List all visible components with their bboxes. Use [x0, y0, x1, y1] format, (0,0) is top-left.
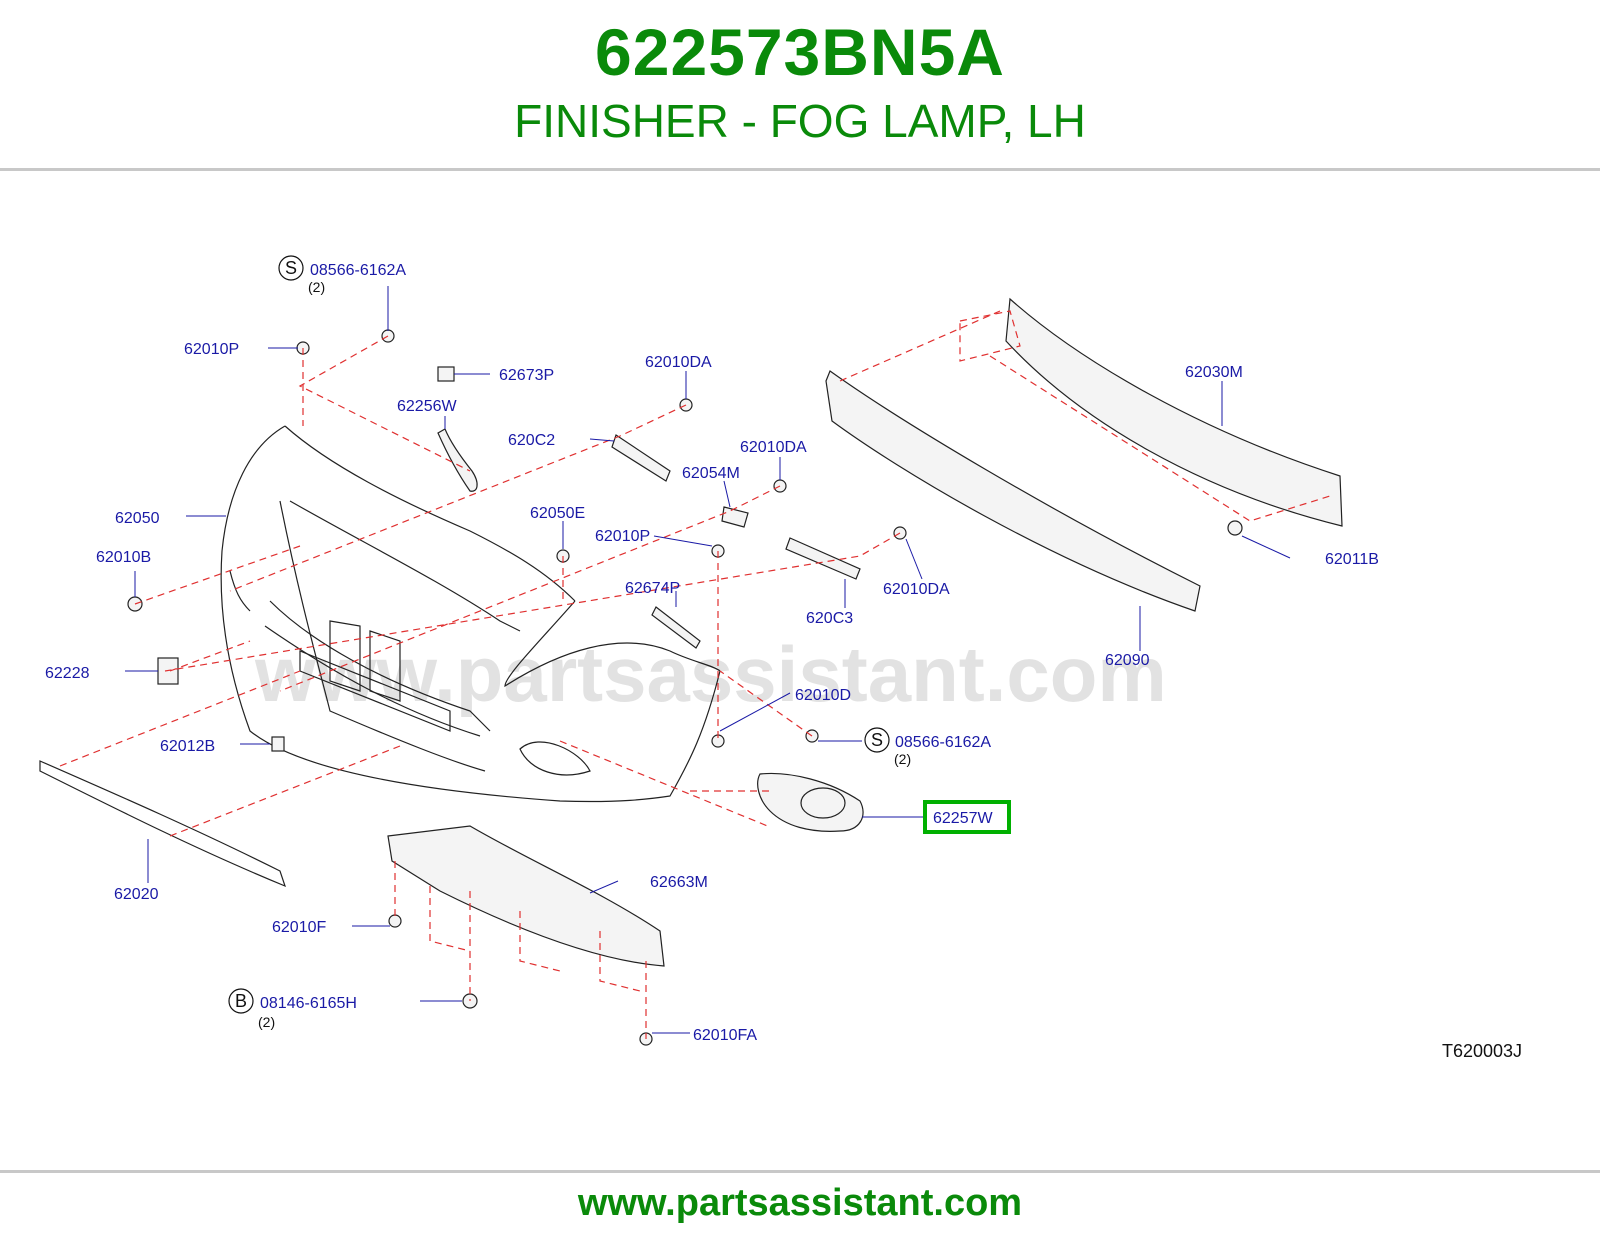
reinforcement-beam-drawing	[1005, 297, 1343, 527]
energy-absorber-drawing	[825, 370, 1201, 612]
part-label-620c2[interactable]: 620C2	[508, 432, 555, 449]
part-label-62010da-a[interactable]: 62010DA	[645, 354, 712, 371]
parts-diagram: www.partsassistant.com	[0, 171, 1600, 1167]
bolt-symbol	[228, 988, 254, 1014]
bracket-620c3-drawing	[785, 537, 861, 580]
part-number-title: 622573BN5A	[595, 15, 1005, 89]
part-label-62010p-mid[interactable]: 62010P	[595, 528, 650, 545]
part-label-62050[interactable]: 62050	[115, 510, 160, 527]
part-label-62010da-b[interactable]: 62010DA	[740, 439, 807, 456]
part-label-62050e[interactable]: 62050E	[530, 505, 585, 522]
page-header: 622573BN5A FINISHER - FOG LAMP, LH	[0, 0, 1600, 168]
standard-part-symbol-top	[278, 255, 304, 281]
part-label-08566-6162a-low[interactable]: 08566-6162A	[895, 734, 991, 751]
part-label-62663m[interactable]: 62663M	[650, 874, 708, 891]
part-label-08566-6162a-top[interactable]: 08566-6162A	[310, 262, 406, 279]
footer-url-link[interactable]: www.partsassistant.com	[577, 1182, 1023, 1224]
lower-lip-molding-drawing	[39, 760, 286, 888]
part-label-62010d[interactable]: 62010D	[795, 687, 851, 704]
watermark-text: www.partsassistant.com	[254, 630, 1167, 718]
selected-part-highlight	[923, 800, 1011, 834]
qty-label-bolt: (2)	[258, 1014, 275, 1030]
bracket-620c2-drawing	[611, 434, 671, 482]
part-label-62054m[interactable]: 62054M	[682, 465, 740, 482]
qty-label-top: (2)	[308, 279, 325, 295]
part-label-08146-6165h[interactable]: 08146-6165H	[260, 995, 357, 1012]
part-label-62228[interactable]: 62228	[45, 665, 90, 682]
bracket-62674p-drawing	[651, 606, 701, 649]
part-label-62256w[interactable]: 62256W	[397, 398, 457, 415]
part-label-62020[interactable]: 62020	[114, 886, 159, 903]
part-label-62010fa[interactable]: 62010FA	[693, 1027, 757, 1044]
footer-divider	[0, 1170, 1600, 1173]
part-label-62010da-c[interactable]: 62010DA	[883, 581, 950, 598]
standard-part-symbol-low	[864, 727, 890, 753]
assembly-dashed-lines	[59, 310, 1331, 1039]
part-label-62010f[interactable]: 62010F	[272, 919, 326, 936]
symbol-s-low: S	[871, 730, 883, 750]
header-divider	[0, 168, 1600, 171]
bracket-62054m-drawing	[721, 506, 749, 528]
symbol-s-top: S	[285, 258, 297, 278]
qty-label-low: (2)	[894, 751, 911, 767]
part-description: FINISHER - FOG LAMP, LH	[514, 95, 1086, 147]
part-label-620c3[interactable]: 620C3	[806, 610, 853, 627]
grille-drawing	[299, 620, 451, 732]
part-labels: 08566-6162A (2) 62010P 62673P 62256W 620…	[45, 262, 1522, 1061]
nut-62012b-drawing	[271, 736, 285, 752]
part-label-62673p[interactable]: 62673P	[499, 367, 554, 384]
leader-lines	[125, 286, 1291, 1034]
drawing-code: T620003J	[1442, 1041, 1522, 1061]
exploded-view-svg: www.partsassistant.com	[39, 255, 1522, 1061]
upper-finisher-drawing	[437, 428, 478, 492]
part-label-62090[interactable]: 62090	[1105, 652, 1150, 669]
part-label-62030m[interactable]: 62030M	[1185, 364, 1243, 381]
clip-62673p-drawing	[437, 366, 455, 382]
undercover-drawing	[387, 825, 665, 967]
fog-lamp-finisher-drawing	[757, 772, 864, 832]
part-label-62257w[interactable]: 62257W	[933, 810, 993, 827]
symbol-b: B	[235, 991, 247, 1011]
part-label-62010p-top[interactable]: 62010P	[184, 341, 239, 358]
part-label-62012b[interactable]: 62012B	[160, 738, 215, 755]
part-label-62674p[interactable]: 62674P	[625, 580, 680, 597]
part-label-62010b[interactable]: 62010B	[96, 549, 151, 566]
part-label-62011b[interactable]: 62011B	[1325, 551, 1379, 568]
